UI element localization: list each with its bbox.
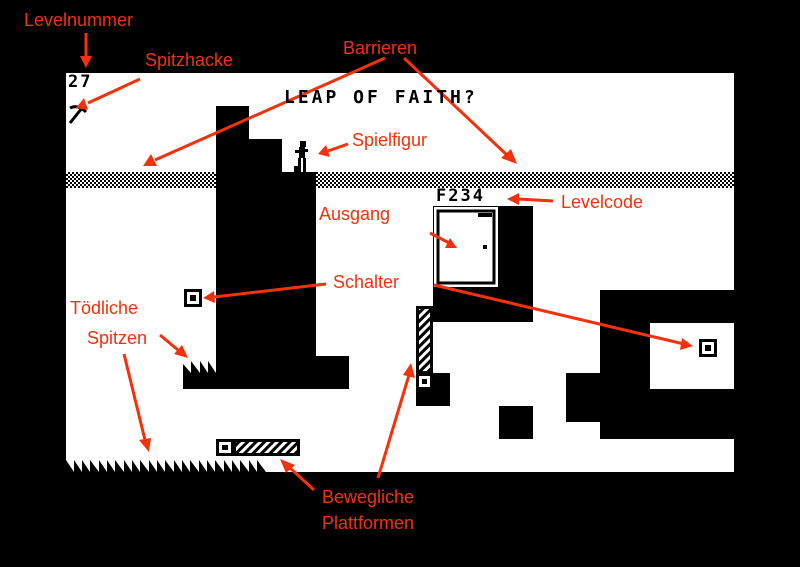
player-figure[interactable] — [294, 141, 308, 172]
label-spitzhacke: Spitzhacke — [145, 50, 234, 70]
label-toedliche-2: Spitzen — [87, 328, 148, 348]
label-bewegliche-1: Bewegliche — [322, 487, 415, 507]
label-barrieren: Barrieren — [343, 38, 418, 58]
label-levelcode: Levelcode — [561, 192, 644, 212]
label-bewegliche-2: Plattformen — [322, 513, 415, 533]
level-number: 27 — [68, 72, 93, 92]
vertical-platform-hatch — [419, 309, 430, 371]
right-room — [650, 323, 734, 389]
level-title: LEAP OF FAITH? — [284, 87, 478, 108]
label-levelnummer: Levelnummer — [24, 10, 134, 30]
label-toedliche-1: Tödliche — [70, 298, 139, 318]
small-block — [499, 406, 533, 439]
label-ausgang: Ausgang — [319, 204, 391, 224]
barrier-left — [66, 172, 216, 188]
vertical-platform-switch-dot — [422, 379, 427, 384]
level-code: F234 — [436, 186, 485, 206]
horizontal-platform[interactable] — [216, 439, 300, 456]
switch-right[interactable] — [699, 339, 717, 357]
exit-door-top — [478, 213, 492, 217]
spikes-ledge — [183, 361, 216, 373]
switch-left[interactable] — [184, 289, 202, 307]
exit-door-knob — [483, 245, 487, 249]
spikes-floor — [66, 460, 266, 472]
staircase-wall — [183, 106, 349, 389]
label-spielfigur: Spielfigur — [352, 130, 428, 150]
label-schalter: Schalter — [333, 272, 400, 292]
barrier-right — [316, 172, 734, 188]
annotation-arrows — [76, 33, 693, 492]
